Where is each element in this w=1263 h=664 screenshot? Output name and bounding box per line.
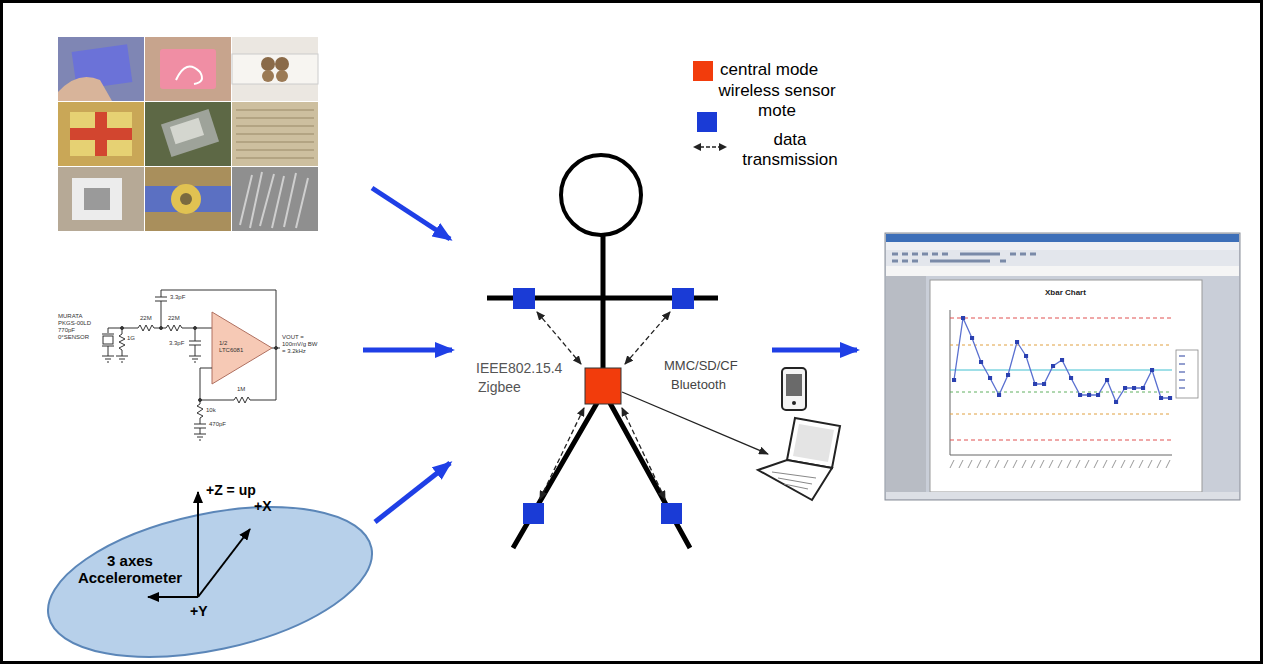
legend-text: wireless sensor mote [718,81,836,120]
protocol-label: Bluetooth [671,378,726,393]
sensor-photo-grid [58,37,318,231]
legend-swatch [697,112,717,132]
chart-title: Xbar Chart [1045,288,1086,297]
legend-swatch [693,61,713,81]
phone-icon [782,368,806,410]
component-label: MURATA PKGS-00LD 770pF 0°SENSOR [58,313,102,341]
sensor-name: 3 axes Accelerometer [70,552,190,587]
component-value: 1G [127,335,135,342]
laptop-icon [758,418,840,500]
accelerometer-ellipse: 3 axes Accelerometer +Z = up+X +Y [40,482,385,660]
component-value: 3.3pF [170,294,185,301]
chart-screenshot [885,233,1240,500]
signal-label: VOUT = 100mV/g BW = 3.2kHz [282,334,322,355]
storage-label: MMC/SD/CF [664,359,738,374]
legend-text: data transmission [730,130,850,169]
flow-arrows [363,188,857,522]
component-value: 22M [140,315,152,322]
legend-line-sample [693,140,727,154]
body-sensor-network [487,155,768,548]
axis-arrow [198,529,250,597]
axis-label: +Y [190,603,208,619]
component-value: 1M [237,386,245,393]
axis-label: +X [254,498,272,514]
axis-arrow [197,492,199,597]
component-value: 22M [168,315,180,322]
protocol-label: IEEE802.15.4 [476,360,562,376]
component-label: 1/2 LTC6081 [219,340,247,354]
protocol-label: Zigbee [478,379,521,395]
axis-arrow [148,596,198,598]
axis-label: +Z = up [206,482,256,498]
component-value: 10k [206,407,216,414]
legend-text: central mode [720,60,818,80]
ellipse-outline [34,481,385,664]
component-value: 3.3pF [169,340,184,347]
component-value: 470pF [209,421,226,428]
amplifier-schematic [102,290,280,440]
